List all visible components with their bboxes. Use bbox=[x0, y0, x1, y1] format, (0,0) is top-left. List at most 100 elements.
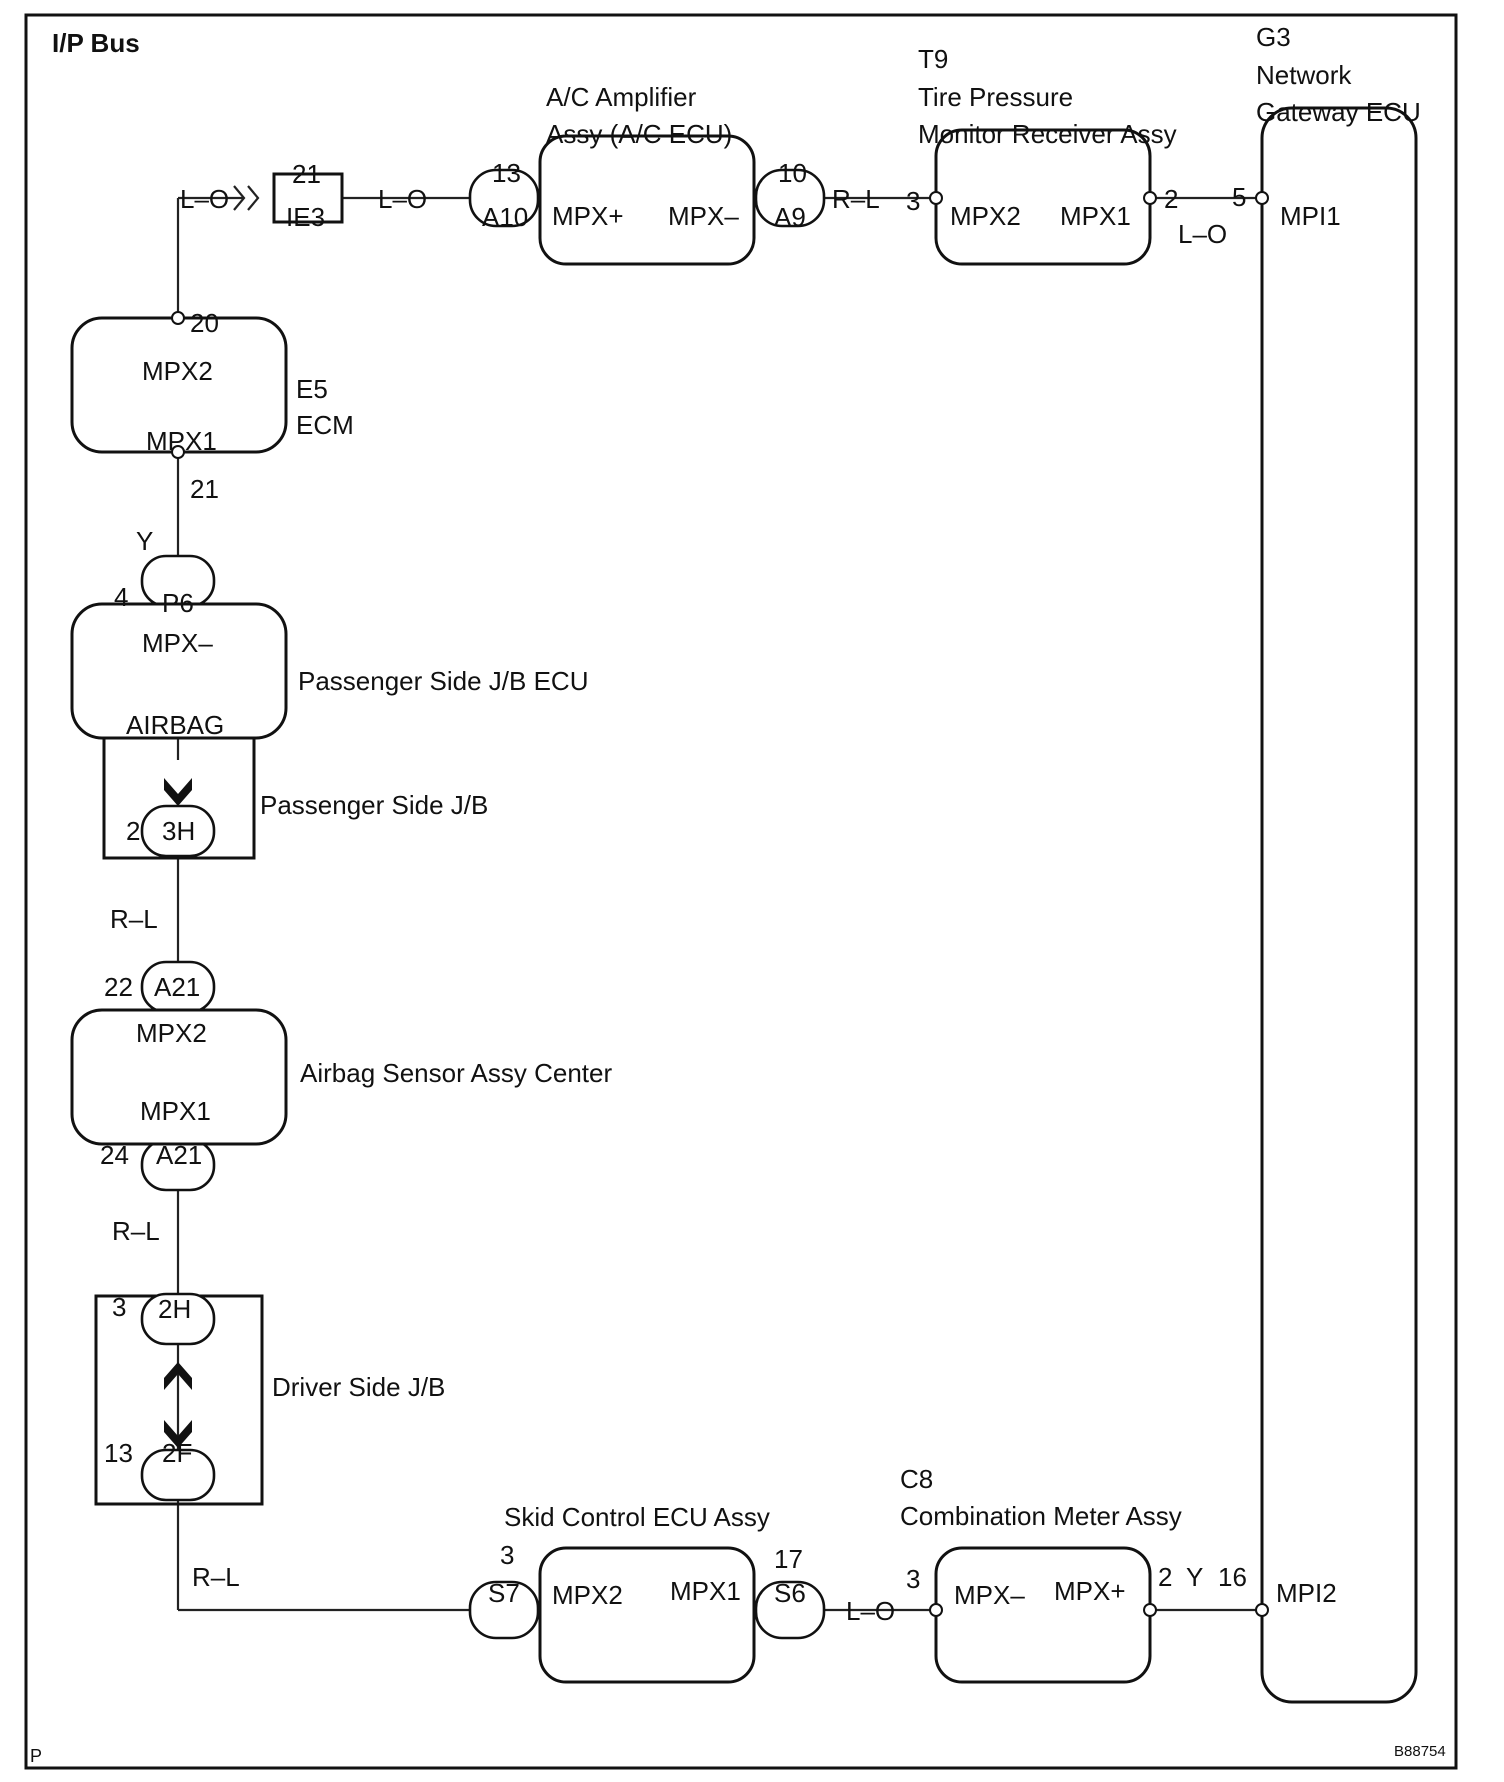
pjb-ecu-pin-mpx-minus: MPX– bbox=[142, 628, 213, 658]
connector-2h bbox=[140, 1292, 216, 1346]
ac-amp-name-1: A/C Amplifier bbox=[546, 82, 697, 112]
ac-pin-mpx-minus: MPX– bbox=[668, 201, 739, 231]
wire-label-combo-gw: Y bbox=[1186, 1562, 1203, 1592]
s6-id: S6 bbox=[774, 1578, 806, 1608]
wire-label-a21-2h: R–L bbox=[112, 1216, 160, 1246]
combination-meter: 3 2 MPX– MPX+ C8 Combination Meter Assy bbox=[900, 1464, 1182, 1684]
tire-name-1: Tire Pressure bbox=[918, 82, 1073, 112]
wire-label-jb-a21: R–L bbox=[110, 904, 158, 934]
c2h-pin: 3 bbox=[112, 1292, 126, 1322]
wire-label-tire-gw: L–O bbox=[1178, 219, 1227, 249]
wire-label-ie3-a10: L–O bbox=[378, 184, 427, 214]
passenger-jb-ecu: 4 P6 MPX– AIRBAG Passenger Side J/B ECU bbox=[70, 554, 588, 740]
combo-pin-mpx-plus: MPX+ bbox=[1054, 1576, 1126, 1606]
ie3-id: IE3 bbox=[286, 202, 325, 232]
combo-pin-mpx-minus: MPX– bbox=[954, 1580, 1025, 1610]
gw-name-1: Network bbox=[1256, 60, 1352, 90]
ecm-pin-bottom-num: 21 bbox=[190, 474, 219, 504]
tire-pin-mpx1: MPX1 bbox=[1060, 201, 1131, 231]
chevron-down-icon bbox=[164, 1420, 192, 1448]
ecm-pin-mpx2: MPX2 bbox=[142, 356, 213, 386]
tire-pin-left-num: 3 bbox=[906, 186, 920, 216]
pjb-ecu-name: Passenger Side J/B ECU bbox=[298, 666, 588, 696]
wire-label-ecm-p6: Y bbox=[136, 526, 153, 556]
airbag-pin-mpx1: MPX1 bbox=[140, 1096, 211, 1126]
driver-jb: 3 2H 13 2F Driver Side J/B bbox=[94, 1292, 445, 1506]
diagram-title: I/P Bus bbox=[52, 28, 140, 58]
chevron-down-icon bbox=[164, 778, 192, 806]
gw-pin-mpi1: MPI1 bbox=[1280, 201, 1341, 231]
connector-3h bbox=[140, 804, 216, 858]
djb-name: Driver Side J/B bbox=[272, 1372, 445, 1402]
wire-label-a9-tire: R–L bbox=[832, 184, 880, 214]
c3h-id: 3H bbox=[162, 816, 195, 846]
tire-pin-mpx2: MPX2 bbox=[950, 201, 1021, 231]
combo-code: C8 bbox=[900, 1464, 933, 1494]
ac-amplifier-ecu: 13 A10 10 A9 MPX+ MPX– A/C Amplifier Ass… bbox=[468, 82, 826, 266]
connector-arrow-icon bbox=[233, 185, 260, 211]
p6-pin: 4 bbox=[114, 582, 128, 612]
ecm-name: ECM bbox=[296, 410, 354, 440]
ac-amp-name-2: Assy (A/C ECU) bbox=[546, 119, 732, 149]
wires bbox=[176, 196, 1262, 1612]
gw-pin-bottom-num: 16 bbox=[1218, 1562, 1247, 1592]
a9-id: A9 bbox=[774, 202, 806, 232]
p6-id: P6 bbox=[162, 588, 194, 618]
skid-name: Skid Control ECU Assy bbox=[504, 1502, 770, 1532]
ie3-pin: 21 bbox=[292, 159, 321, 189]
c2h-id: 2H bbox=[158, 1294, 191, 1324]
a9-pin: 10 bbox=[778, 158, 807, 188]
a21-bot-id: A21 bbox=[156, 1140, 202, 1170]
airbag-sensor-center: 22 A21 24 A21 MPX2 MPX1 Airbag Sensor As… bbox=[70, 960, 612, 1192]
network-gateway-ecu: 5 MPI1 MPI2 G3 Network Gateway ECU bbox=[1232, 22, 1421, 1704]
tire-pin-right-num: 2 bbox=[1164, 184, 1178, 214]
a10-id: A10 bbox=[482, 202, 528, 232]
gw-pin-mpi2: MPI2 bbox=[1276, 1578, 1337, 1608]
skid-control-ecu: 3 S7 17 S6 MPX2 MPX1 Skid Control ECU As… bbox=[468, 1502, 826, 1684]
airbag-pin-mpx2: MPX2 bbox=[136, 1018, 207, 1048]
gw-name-2: Gateway ECU bbox=[1256, 97, 1421, 127]
a21-top-pin: 22 bbox=[104, 972, 133, 1002]
ecm: 20 21 MPX2 MPX1 E5 ECM bbox=[70, 308, 354, 504]
ecm-code: E5 bbox=[296, 374, 328, 404]
combo-pin-left-num: 3 bbox=[906, 1564, 920, 1594]
chevron-up-icon bbox=[164, 1362, 192, 1390]
tire-name-2: Monitor Receiver Assy bbox=[918, 119, 1177, 149]
pjb-ecu-pin-airbag: AIRBAG bbox=[126, 710, 224, 740]
diagram-frame bbox=[24, 13, 1458, 1770]
airbag-name: Airbag Sensor Assy Center bbox=[300, 1058, 612, 1088]
footer-figure-id: B88754 bbox=[1394, 1743, 1446, 1760]
wire-label-2f-s7: R–L bbox=[192, 1562, 240, 1592]
skid-pin-mpx2: MPX2 bbox=[552, 1580, 623, 1610]
tire-code: T9 bbox=[918, 44, 948, 74]
combo-pin-right-num: 2 bbox=[1158, 1562, 1172, 1592]
ecm-pin-top-num: 20 bbox=[190, 308, 219, 338]
wire-label-s6-combo: L–O bbox=[846, 1596, 895, 1626]
a21-top-id: A21 bbox=[154, 972, 200, 1002]
c3h-pin: 2 bbox=[126, 816, 140, 846]
ecm-pin-mpx1: MPX1 bbox=[146, 426, 217, 456]
connector-s7 bbox=[468, 1580, 540, 1640]
connector-2f bbox=[140, 1448, 216, 1502]
gw-pin-top-num: 5 bbox=[1232, 182, 1246, 212]
ac-pin-mpx-plus: MPX+ bbox=[552, 201, 624, 231]
s7-id: S7 bbox=[488, 1578, 520, 1608]
a21-bot-pin: 24 bbox=[100, 1140, 129, 1170]
footer-left-text: P bbox=[30, 1746, 42, 1766]
combo-name: Combination Meter Assy bbox=[900, 1501, 1182, 1531]
s7-pin: 3 bbox=[500, 1540, 514, 1570]
gw-code: G3 bbox=[1256, 22, 1291, 52]
passenger-jb: 2 3H Passenger Side J/B bbox=[102, 736, 488, 860]
connector-ie3: 21 IE3 bbox=[233, 159, 344, 232]
c2f-pin: 13 bbox=[104, 1438, 133, 1468]
connector-a10 bbox=[468, 168, 540, 228]
skid-pin-mpx1: MPX1 bbox=[670, 1576, 741, 1606]
a10-pin: 13 bbox=[492, 158, 521, 188]
connector-s6 bbox=[754, 1580, 826, 1640]
pjb-name: Passenger Side J/B bbox=[260, 790, 488, 820]
wire-label-ecm-ie3: L–O bbox=[180, 184, 229, 214]
s6-pin: 17 bbox=[774, 1544, 803, 1574]
tire-pressure-receiver: 3 2 MPX2 MPX1 T9 Tire Pressure Monitor R… bbox=[906, 44, 1178, 266]
connector-a9 bbox=[754, 168, 826, 228]
